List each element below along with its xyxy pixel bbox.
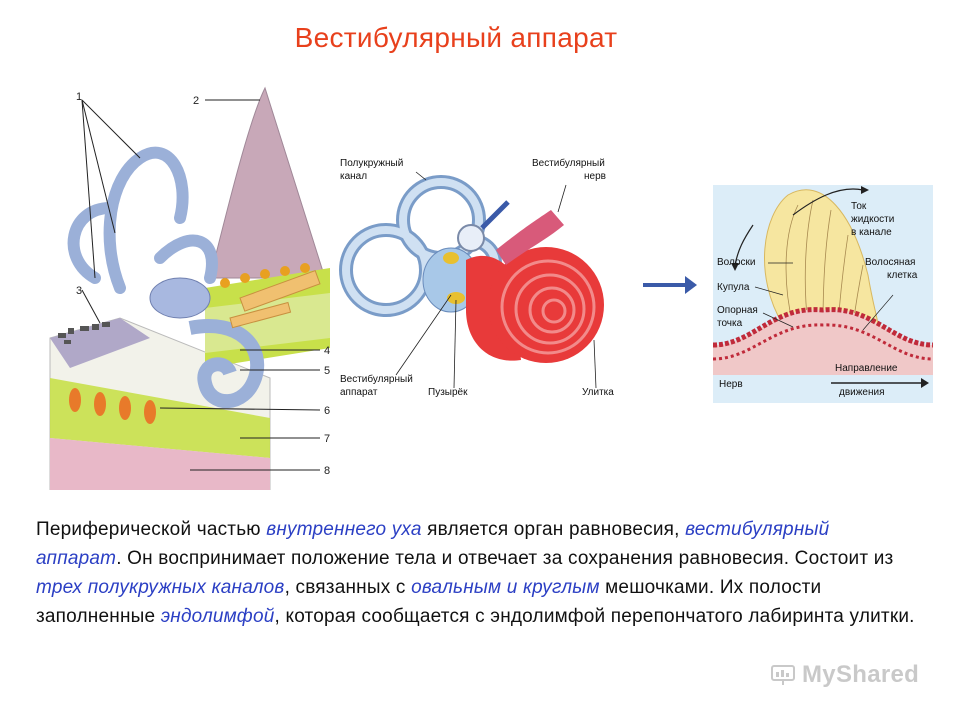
label-vestibular-apparatus-1: Вестибулярный — [340, 373, 413, 385]
term-endolymph: эндолимфой — [160, 606, 275, 627]
cupula-detail-diagram: Ток жидкости в канале Волоски Купула Вол… — [713, 155, 933, 403]
label-flow-1: Ток — [851, 201, 867, 212]
text-segment: , которая сообщается с эндолимфой перепо… — [274, 606, 915, 627]
label-flow-2: жидкости — [851, 214, 894, 225]
figure-label-5: 5 — [324, 365, 330, 377]
label-vestibular-nerve-2: нерв — [584, 171, 606, 182]
label-direction-1: Направление — [835, 363, 898, 374]
term-vestibular-apparatus: вестибулярный аппарат — [36, 519, 830, 569]
description-paragraph: Периферической частью внутреннего уха яв… — [36, 515, 916, 631]
text-segment: мешочками. Их полости заполненные — [36, 577, 822, 627]
label-support-point-1: Опорная — [717, 305, 758, 316]
figure-label-4: 4 — [324, 345, 330, 357]
label-flow-3: в канале — [851, 227, 892, 238]
figure-label-1: 1 — [76, 91, 82, 103]
label-vestibular-apparatus-2: аппарат — [340, 387, 378, 398]
figure-label-2: 2 — [193, 95, 199, 107]
label-hair-cell-1: Волосяная — [865, 257, 915, 268]
right-arrow-icon — [643, 276, 697, 294]
text-segment: является орган равновесия, — [421, 519, 686, 540]
text-segment: Периферической частью — [36, 519, 267, 540]
label-vesicle: Пузырёк — [428, 387, 468, 398]
figure-label-8: 8 — [324, 465, 330, 477]
label-vestibular-nerve-1: Вестибулярный — [532, 157, 605, 169]
page-title: Вестибулярный аппарат — [294, 22, 618, 53]
inner-ear-diagram: Полукружный канал Вестибулярный нерв Вес… — [336, 150, 626, 405]
figure-label-6: 6 — [324, 405, 330, 417]
figure-label-3: 3 — [76, 285, 82, 297]
figure-label-7: 7 — [324, 433, 330, 445]
text-segment: , связанных с — [284, 577, 412, 598]
label-direction-2: движения — [839, 387, 885, 398]
label-hair-cell-2: клетка — [887, 270, 918, 281]
label-semicircular-canal-1: Полукружный — [340, 158, 403, 169]
watermark-logo: MyShared — [770, 660, 930, 690]
presentation-icon — [771, 665, 795, 685]
labyrinth-anatomy-illustration: 1 2 3 4 5 6 7 8 — [49, 86, 330, 490]
label-hairs: Волоски — [717, 257, 755, 268]
term-oval-round: овальным и круглым — [411, 577, 600, 598]
label-nerve: Нерв — [719, 379, 743, 390]
label-cochlea: Улитка — [582, 387, 614, 398]
term-inner-ear: внутреннего уха — [266, 519, 422, 540]
label-cupula: Купула — [717, 282, 750, 293]
label-semicircular-canal-2: канал — [340, 171, 367, 182]
term-semicircular-canals: трех полукружных каналов — [36, 577, 285, 598]
label-support-point-2: точка — [717, 318, 743, 329]
logo-text: MyShared — [802, 661, 920, 688]
text-segment: . Он воспринимает положение тела и отвеч… — [116, 548, 894, 569]
